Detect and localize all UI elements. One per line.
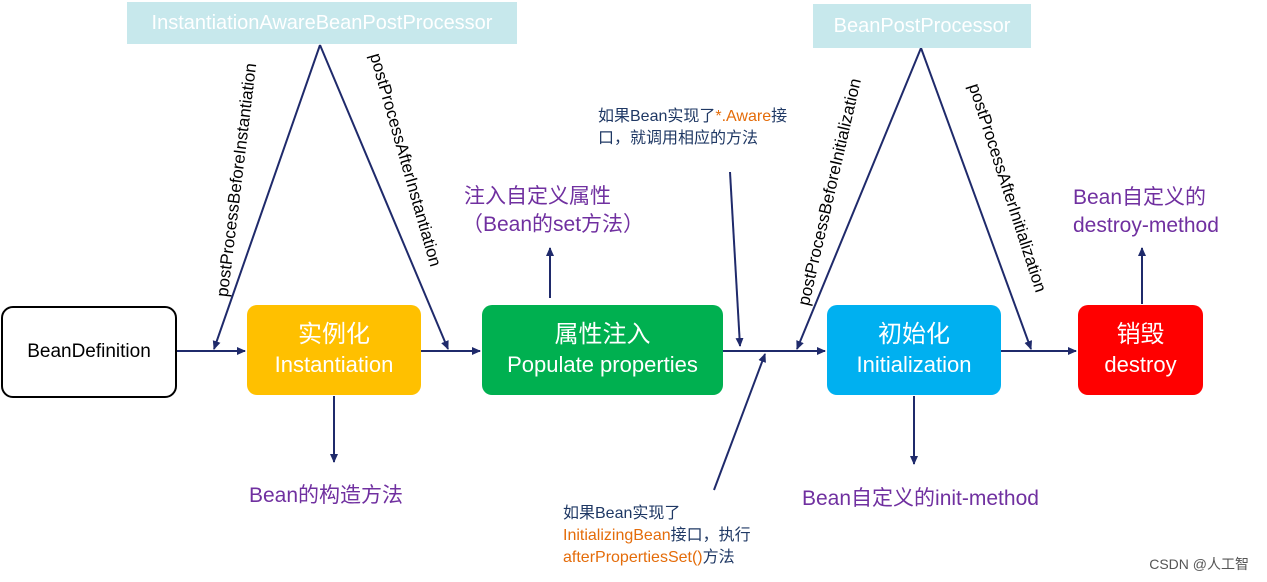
initializing-note-highlight2: afterPropertiesSet() (563, 549, 703, 566)
populate-box: 属性注入 Populate properties (482, 305, 723, 395)
destroy-method-label-line1: Bean自定义的 (1073, 186, 1207, 209)
initializing-note-line1: 如果Bean实现了 (563, 505, 681, 522)
inject-label: 注入自定义属性 （Bean的set方法） (462, 183, 644, 239)
hook-arrow-before-instantiation (212, 44, 321, 350)
instantiation-box: 实例化 Instantiation (247, 305, 421, 395)
destroy-cn-label: 销毁 (1116, 321, 1165, 348)
aware-note: 如果Bean实现了*.Aware接 口，就调用相应的方法 (598, 106, 787, 150)
initializing-arrow (713, 353, 766, 491)
destroy-method-label: Bean自定义的 destroy-method (1073, 184, 1219, 240)
destroy-box: 销毁 destroy (1078, 305, 1203, 395)
initializing-note-mid: 接口，执行 (670, 527, 751, 544)
bean-post-processor-box: BeanPostProcessor (813, 4, 1031, 48)
watermark: CSDN @人工智 (1149, 556, 1249, 572)
bean-post-processor-label: BeanPostProcessor (833, 14, 1011, 37)
inject-label-line1: 注入自定义属性 (464, 185, 611, 208)
initializing-note: 如果Bean实现了 InitializingBean接口，执行 afterPro… (563, 503, 751, 569)
hook-arrow-after-instantiation (319, 44, 449, 350)
bean-definition-box: BeanDefinition (1, 306, 177, 398)
aware-note-post: 接 (771, 108, 788, 125)
instantiation-cn-label: 实例化 (298, 321, 370, 348)
populate-en-label: Populate properties (507, 352, 698, 377)
initializing-note-tail: 方法 (702, 549, 735, 566)
inject-label-line2: （Bean的set方法） (462, 213, 645, 236)
initialization-en-label: Initialization (856, 352, 972, 377)
initializing-note-highlight1: InitializingBean (563, 527, 671, 544)
destroy-en-label: destroy (1104, 352, 1177, 377)
populate-cn-label: 属性注入 (554, 321, 651, 348)
initialization-cn-label: 初始化 (878, 321, 950, 348)
instantiation-aware-processor-box: InstantiationAwareBeanPostProcessor (127, 2, 517, 44)
aware-arrow (729, 171, 744, 347)
init-method-label: Bean自定义的init-method (802, 487, 1039, 510)
constructor-label: Bean的构造方法 (249, 484, 404, 507)
destroy-method-label-line2: destroy-method (1073, 214, 1219, 237)
hook-arrow-after-initialization (920, 47, 1033, 350)
aware-note-pre: 如果Bean实现了 (598, 108, 716, 125)
aware-note-line2: 口，就调用相应的方法 (598, 130, 759, 147)
initialization-box: 初始化 Initialization (827, 305, 1001, 395)
aware-note-highlight: *.Aware (715, 108, 772, 125)
bean-definition-label: BeanDefinition (27, 341, 151, 362)
hook-arrow-before-initialization (796, 47, 922, 350)
instantiation-en-label: Instantiation (274, 352, 394, 377)
instantiation-aware-processor-label: InstantiationAwareBeanPostProcessor (151, 11, 493, 34)
